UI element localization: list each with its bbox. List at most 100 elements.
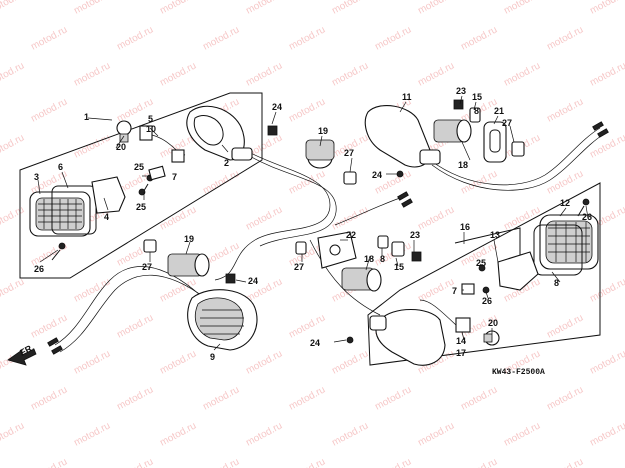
watermark-text: motod.ru	[545, 24, 585, 52]
watermark-text: motod.ru	[416, 0, 456, 17]
bulb-icon	[483, 330, 500, 346]
watermark-text: motod.ru	[287, 96, 327, 124]
callout-12: 12	[560, 198, 570, 208]
collar-icon	[343, 171, 357, 185]
callout-24: 24	[248, 276, 258, 286]
harness-wire	[59, 274, 206, 353]
watermark-text: motod.ru	[588, 348, 625, 376]
leader-lines	[37, 95, 589, 351]
watermark-text: motod.ru	[244, 204, 284, 232]
watermark-text: motod.ru	[29, 312, 69, 340]
watermark-text: motod.ru	[158, 204, 198, 232]
turn-signal-housing-icon	[364, 105, 441, 168]
callout-16: 16	[460, 222, 470, 232]
callout-8: 8	[380, 254, 385, 264]
watermark-text: motod.ru	[72, 348, 112, 376]
watermark-text: motod.ru	[115, 456, 155, 468]
watermark-text: motod.ru	[502, 0, 542, 17]
watermark-text: motod.ru	[0, 276, 26, 304]
callout-4: 4	[104, 212, 109, 222]
callout-9: 9	[210, 352, 215, 362]
watermark-text: motod.ru	[373, 456, 413, 468]
watermark-text: motod.ru	[459, 24, 499, 52]
harness-wire	[247, 154, 337, 247]
watermark-text: motod.ru	[545, 384, 585, 412]
diagram-code: KW43-F2500A	[492, 368, 545, 377]
watermark-text: motod.ru	[201, 384, 241, 412]
callout-15: 15	[394, 262, 404, 272]
watermark-text: motod.ru	[158, 348, 198, 376]
plate-icon	[461, 283, 475, 295]
callout-10: 10	[146, 124, 156, 134]
harness-wire	[334, 197, 401, 226]
callout-labels: 1 2 3 4 5 6 7 7 8 8 8 9 10 11 12 13 14 1…	[34, 86, 592, 362]
watermark-text: motod.ru	[330, 420, 370, 448]
watermark-text: motod.ru	[588, 60, 625, 88]
callout-27: 27	[294, 262, 304, 272]
watermark-text: motod.ru	[588, 132, 625, 160]
watermark-text: motod.ru	[244, 0, 284, 17]
watermark-text: motod.ru	[29, 456, 69, 468]
watermark-text: motod.ru	[0, 0, 26, 17]
collar-icon	[143, 239, 157, 253]
lens-icon	[539, 214, 599, 270]
callout-3: 3	[34, 172, 39, 182]
watermark-text: motod.ru	[545, 168, 585, 196]
wire-connector-icon	[592, 121, 609, 138]
callout-8: 8	[554, 278, 559, 288]
watermark-text: motod.ru	[502, 204, 542, 232]
watermark-text: motod.ru	[29, 96, 69, 124]
watermark-text: motod.ru	[0, 420, 26, 448]
turn-signal-housing-icon	[186, 105, 253, 161]
watermark-text: motod.ru	[72, 60, 112, 88]
watermark-text: motod.ru	[287, 384, 327, 412]
watermark-text: motod.ru	[244, 60, 284, 88]
mount-plate-icon	[317, 231, 357, 269]
callout-7: 7	[172, 172, 177, 182]
watermark-text: motod.ru	[373, 384, 413, 412]
watermark-text: motod.ru	[72, 0, 112, 17]
watermark-text: motod.ru	[502, 420, 542, 448]
collar-icon	[377, 235, 389, 249]
callout-26: 26	[34, 264, 44, 274]
callout-19: 19	[184, 234, 194, 244]
harness-wire	[309, 239, 381, 316]
nut-icon	[453, 99, 464, 110]
callout-25: 25	[136, 202, 146, 212]
watermark-text: motod.ru	[72, 420, 112, 448]
callout-27: 27	[344, 148, 354, 158]
watermark-text: motod.ru	[287, 168, 327, 196]
watermark-text: motod.ru	[287, 312, 327, 340]
callout-21: 21	[494, 106, 504, 116]
watermark-text: motod.ru	[29, 384, 69, 412]
callout-11: 11	[402, 92, 412, 102]
turn-signal-housing-icon	[369, 309, 446, 366]
watermark-text: motod.ru	[416, 204, 456, 232]
front-direction-arrow-icon	[7, 348, 37, 366]
collar-icon	[391, 241, 405, 257]
screw-icon	[346, 336, 354, 344]
watermark-text: motod.ru	[244, 420, 284, 448]
watermark-text: motod.ru	[72, 132, 112, 160]
callout-24: 24	[372, 170, 382, 180]
watermark-text: motod.ru	[502, 60, 542, 88]
callout-20: 20	[488, 318, 498, 328]
collar-icon	[469, 107, 481, 123]
watermark-text: motod.ru	[416, 60, 456, 88]
watermark-text: motod.ru	[201, 168, 241, 196]
stay-rubber-icon	[305, 139, 335, 169]
callout-25: 25	[134, 162, 144, 172]
callout-5: 5	[148, 114, 153, 124]
watermark-text: motod.ru	[287, 456, 327, 468]
watermark-text: motod.ru	[201, 24, 241, 52]
stay-rubber-icon	[341, 267, 382, 292]
rear-left-assembly-outline	[19, 92, 263, 279]
collar-icon	[295, 241, 307, 255]
harness-wire	[214, 149, 331, 281]
socket-icon	[419, 299, 471, 333]
watermark-text: motod.ru	[459, 384, 499, 412]
watermark-text: motod.ru	[330, 348, 370, 376]
plate-icon	[148, 165, 166, 181]
